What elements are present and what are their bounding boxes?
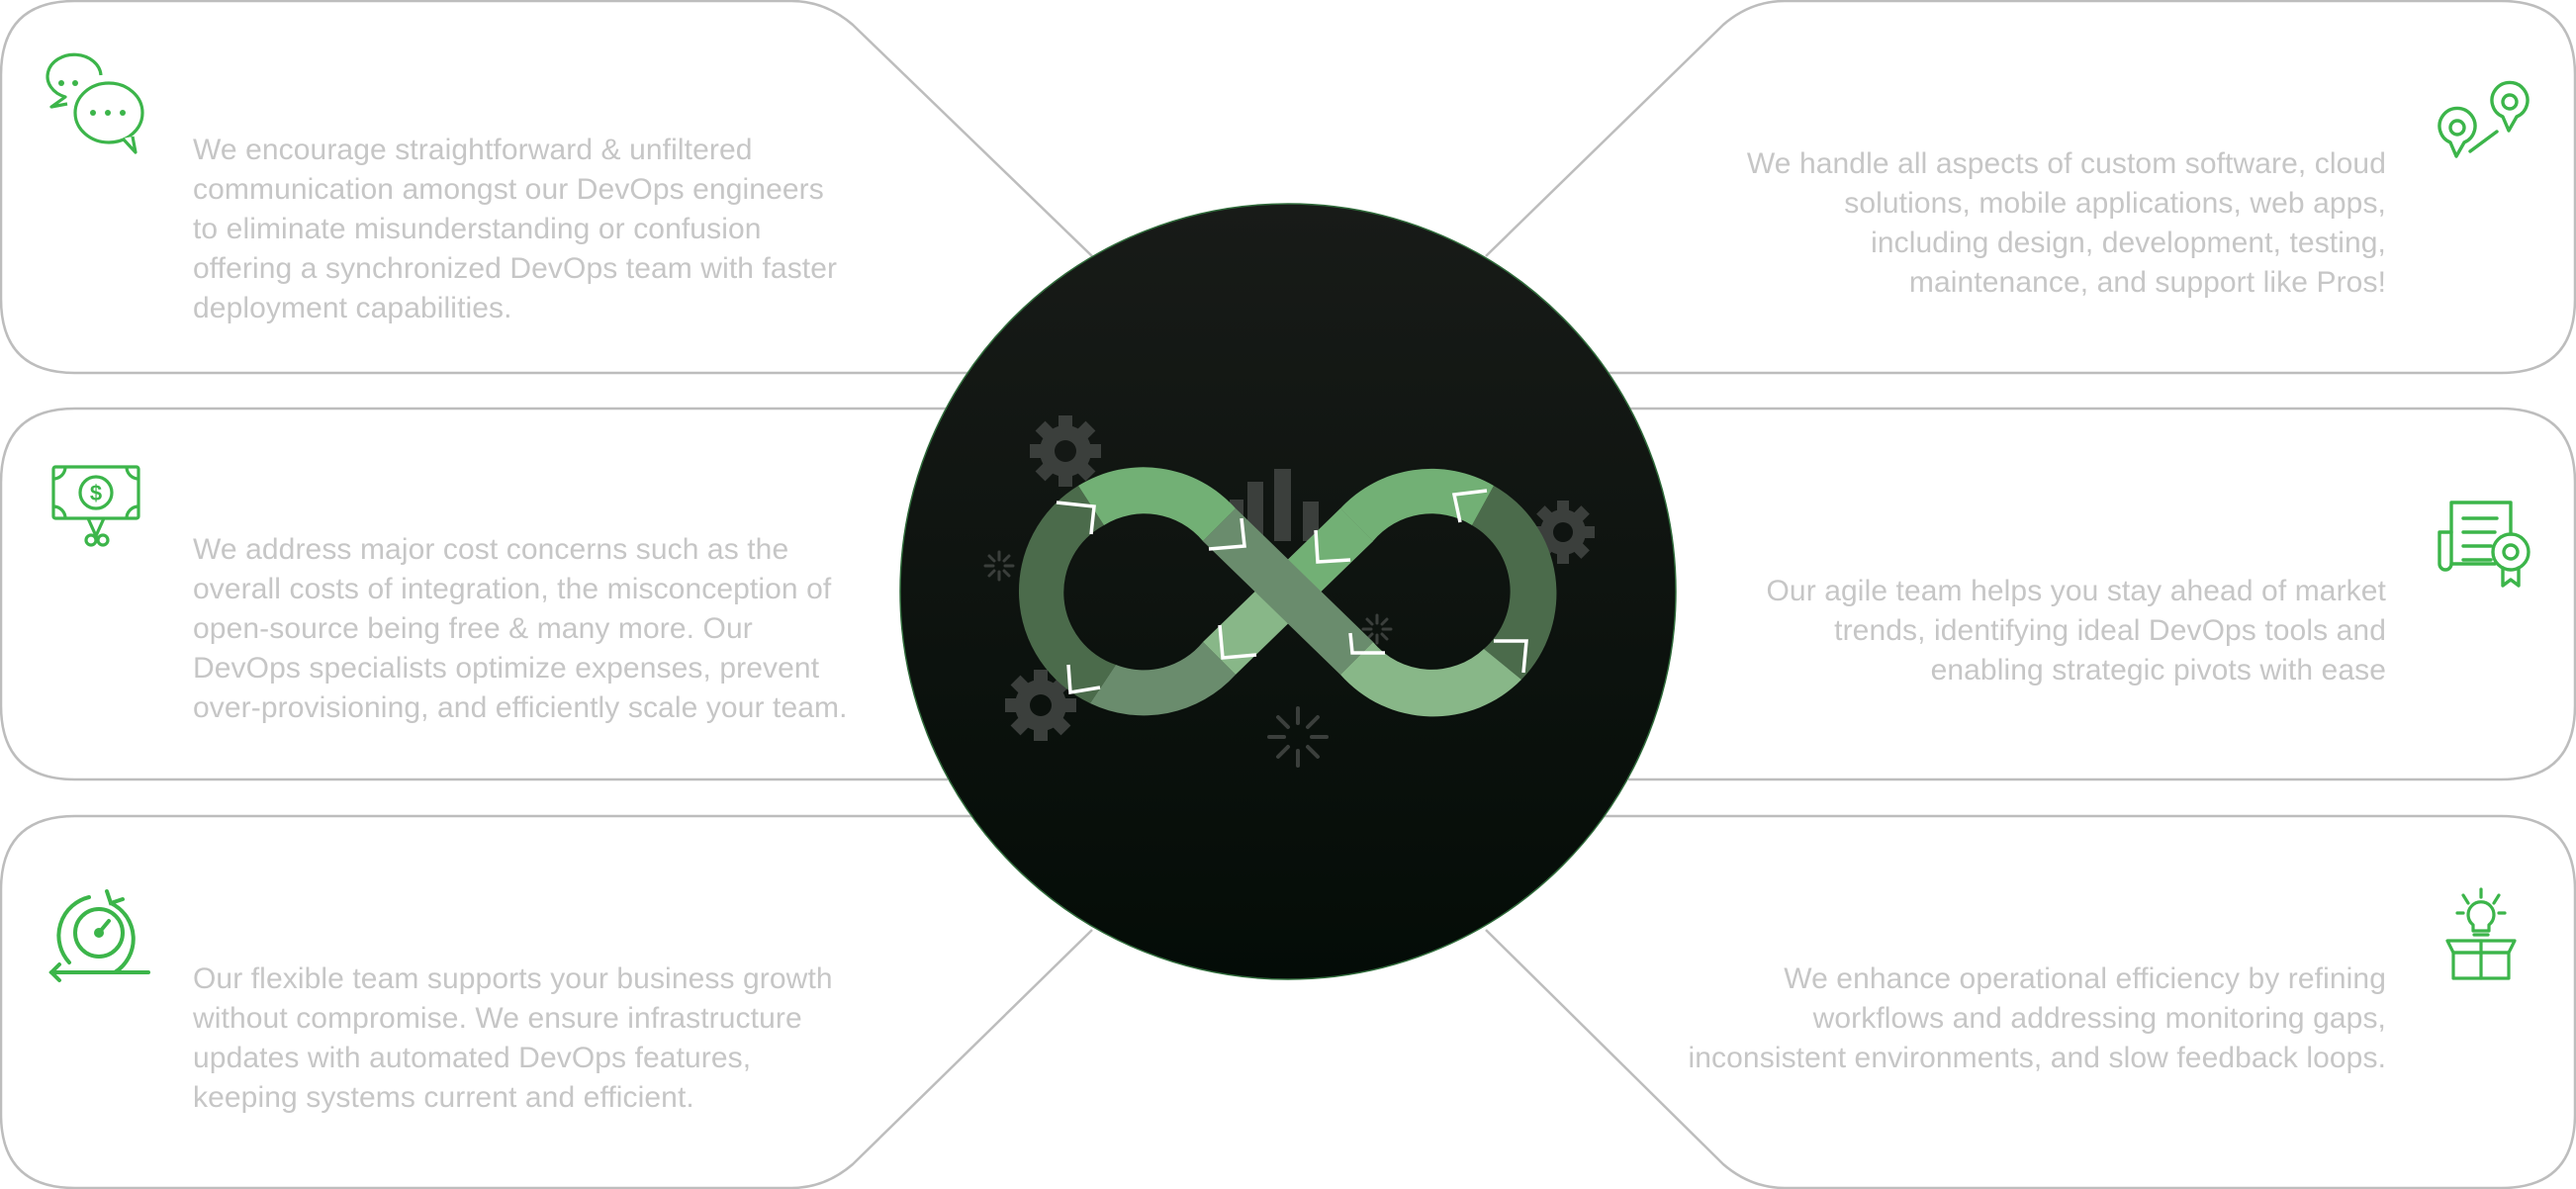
card-text-communication: We encourage straightforward & unfiltere…	[193, 134, 838, 324]
certificate-icon	[2434, 501, 2530, 592]
card-outline-top-right	[1485, 0, 2576, 375]
card-text-cost: We address major cost concerns such as t…	[193, 533, 848, 724]
card-outline-middle-right	[1628, 407, 2576, 781]
card-text-agile: Our agile team helps you stay ahead of m…	[1766, 575, 2386, 686]
card-text-end-to-end: We handle all aspects of custom software…	[1746, 147, 2386, 299]
card-outline-top-left	[0, 0, 1093, 375]
map-pins-route-icon	[2438, 75, 2530, 162]
card-outline-bottom-left	[0, 814, 1093, 1189]
gear-icon	[1030, 415, 1101, 487]
sparkle-icon	[1361, 613, 1393, 645]
chat-bubbles-icon	[46, 52, 144, 154]
devops-infinity-icon	[1018, 467, 1557, 717]
sparkle-icon	[1267, 706, 1329, 768]
card-text-efficiency: We enhance operational efficiency by ref…	[1688, 962, 2386, 1074]
card-outline-middle-left	[0, 407, 948, 781]
svg-text:$: $	[90, 481, 102, 505]
money-cut-icon: $	[51, 465, 140, 547]
idea-box-icon	[2443, 887, 2519, 980]
speedometer-refresh-icon	[46, 887, 150, 982]
card-text-flexible: Our flexible team supports your business…	[193, 962, 833, 1114]
card-outline-bottom-right	[1485, 814, 2576, 1189]
sparkle-icon	[983, 550, 1015, 582]
gear-icon	[1005, 670, 1076, 741]
